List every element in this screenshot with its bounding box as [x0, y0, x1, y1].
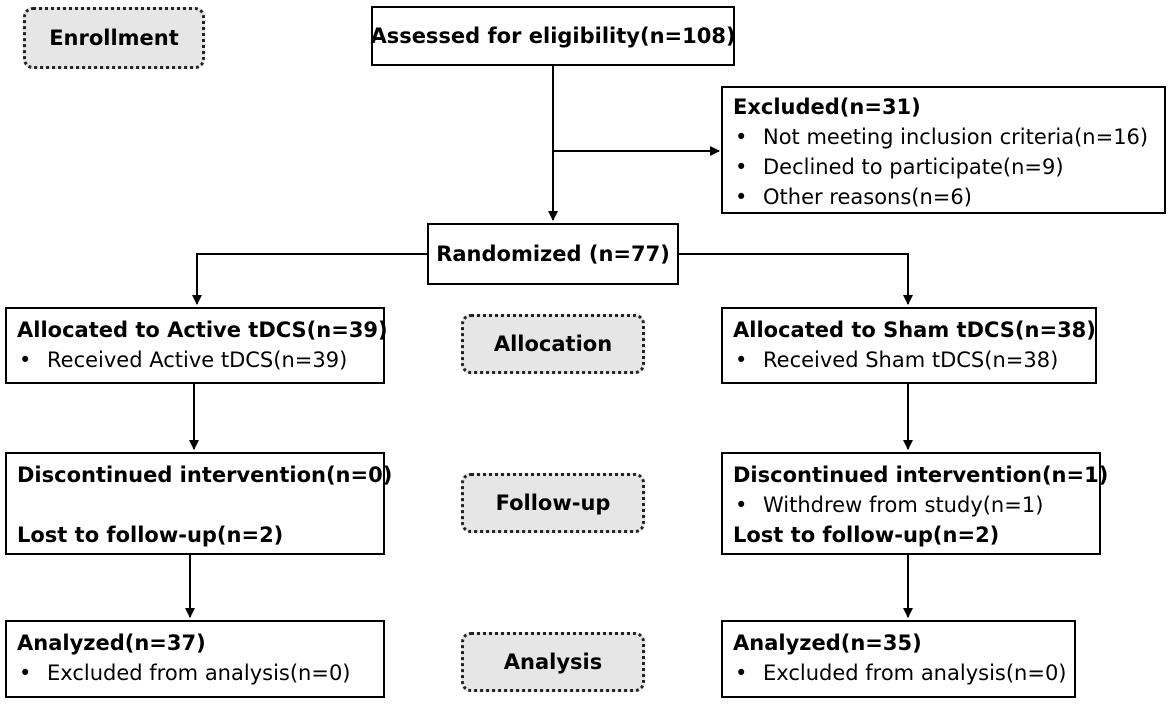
sham-withdrew-item: Withdrew from study(n=1): [733, 490, 1089, 520]
randomized-box: Randomized (n=77): [427, 223, 679, 285]
active-allocation-title: Allocated to Active tDCS(n=39): [17, 318, 388, 342]
active-lost-followup: Lost to follow-up(n=2): [17, 523, 284, 547]
excluded-item: Declined to participate(n=9): [733, 152, 1154, 182]
sham-allocation-item: Received Sham tDCS(n=38): [733, 345, 1085, 375]
phase-label-allocation: Allocation: [461, 314, 645, 374]
excluded-item: Other reasons(n=6): [733, 182, 1154, 212]
sham-allocation-box: Allocated to Sham tDCS(n=38) Received Sh…: [721, 307, 1097, 384]
sham-allocation-title: Allocated to Sham tDCS(n=38): [733, 318, 1096, 342]
active-allocation-item: Received Active tDCS(n=39): [17, 345, 373, 375]
active-discontinued: Discontinued intervention(n=0): [17, 463, 393, 487]
active-followup-box: Discontinued intervention(n=0) Lost to f…: [5, 452, 393, 555]
active-analyzed-title: Analyzed(n=37): [17, 631, 206, 655]
active-analysis-item: Excluded from analysis(n=0): [17, 658, 373, 688]
sham-analyzed-title: Analyzed(n=35): [733, 631, 922, 655]
sham-analysis-box: Analyzed(n=35) Excluded from analysis(n=…: [721, 620, 1076, 698]
excluded-box: Excluded(n=31) Not meeting inclusion cri…: [721, 86, 1166, 214]
sham-analysis-list: Excluded from analysis(n=0): [733, 658, 1067, 688]
excluded-title: Excluded(n=31): [733, 95, 921, 119]
active-analysis-list: Excluded from analysis(n=0): [17, 658, 373, 688]
phase-label-followup: Follow-up: [461, 473, 645, 533]
sham-lost-followup: Lost to follow-up(n=2): [733, 523, 1000, 547]
active-allocation-list: Received Active tDCS(n=39): [17, 345, 373, 375]
sham-followup-list: Withdrew from study(n=1): [733, 490, 1089, 520]
active-analysis-box: Analyzed(n=37) Excluded from analysis(n=…: [5, 620, 385, 698]
phase-label-enrollment: Enrollment: [23, 7, 205, 69]
sham-analysis-item: Excluded from analysis(n=0): [733, 658, 1067, 688]
arrow-randomized-to-sham: [679, 253, 913, 305]
sham-followup-box: Discontinued intervention(n=1) Withdrew …: [721, 452, 1109, 555]
excluded-item: Not meeting inclusion criteria(n=16): [733, 122, 1154, 152]
active-allocation-box: Allocated to Active tDCS(n=39) Received …: [5, 307, 388, 384]
excluded-list: Not meeting inclusion criteria(n=16) Dec…: [733, 122, 1154, 212]
sham-allocation-list: Received Sham tDCS(n=38): [733, 345, 1085, 375]
phase-label-analysis: Analysis: [461, 632, 645, 692]
sham-discontinued: Discontinued intervention(n=1): [733, 463, 1109, 487]
assessed-box: Assessed for eligibility(n=108): [370, 6, 736, 66]
arrow-randomized-to-active: [192, 253, 427, 305]
